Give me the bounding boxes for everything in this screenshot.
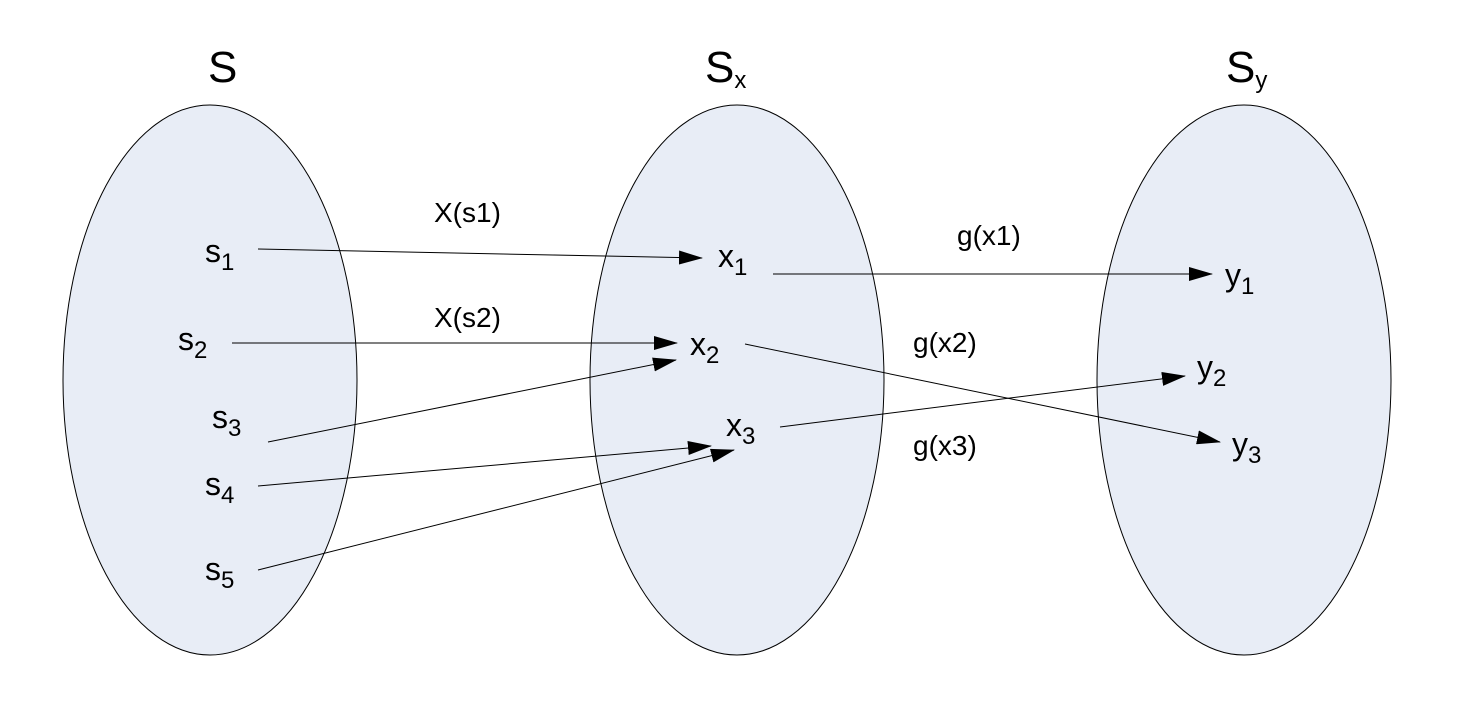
arrow-s3-to-x2 xyxy=(267,357,677,443)
arrow-x3-to-y2 xyxy=(779,371,1186,428)
element-x3: x3 xyxy=(726,407,755,450)
element-x2: x2 xyxy=(690,326,719,369)
arrow-s4-to-x3 xyxy=(257,441,712,487)
set-s-title: S xyxy=(208,43,237,92)
set-sx-ellipse xyxy=(589,104,885,656)
element-s5: s5 xyxy=(205,551,234,594)
set-sy-title: Sy xyxy=(1226,43,1267,94)
element-s2: s2 xyxy=(178,321,207,364)
set-sy-title-sub: y xyxy=(1255,67,1267,94)
element-x1: x1 xyxy=(718,238,747,281)
element-s4: s4 xyxy=(205,466,234,509)
element-s1: s1 xyxy=(205,233,234,276)
label-g-x3: g(x3) xyxy=(913,430,977,461)
arrow-x2-to-y3 xyxy=(744,343,1221,445)
element-y3: y3 xyxy=(1232,426,1261,469)
set-sx-title: Sx xyxy=(705,43,746,94)
arrow-s5-to-x3 xyxy=(257,448,735,571)
arrow-s1-to-x1 xyxy=(257,248,703,265)
element-y2: y2 xyxy=(1197,349,1226,392)
set-sy-title-base: S xyxy=(1226,43,1255,92)
label-x-s1: X(s1) xyxy=(434,197,501,228)
label-g-x1: g(x1) xyxy=(957,220,1021,251)
element-s3: s3 xyxy=(212,399,241,442)
element-y1: y1 xyxy=(1225,257,1254,300)
set-s-ellipse xyxy=(62,104,358,656)
set-sx-title-sub: x xyxy=(734,67,746,94)
label-x-s2: X(s2) xyxy=(434,302,501,333)
set-sx-title-base: S xyxy=(705,43,734,92)
set-sy-ellipse xyxy=(1096,104,1392,656)
label-g-x2: g(x2) xyxy=(913,327,977,358)
